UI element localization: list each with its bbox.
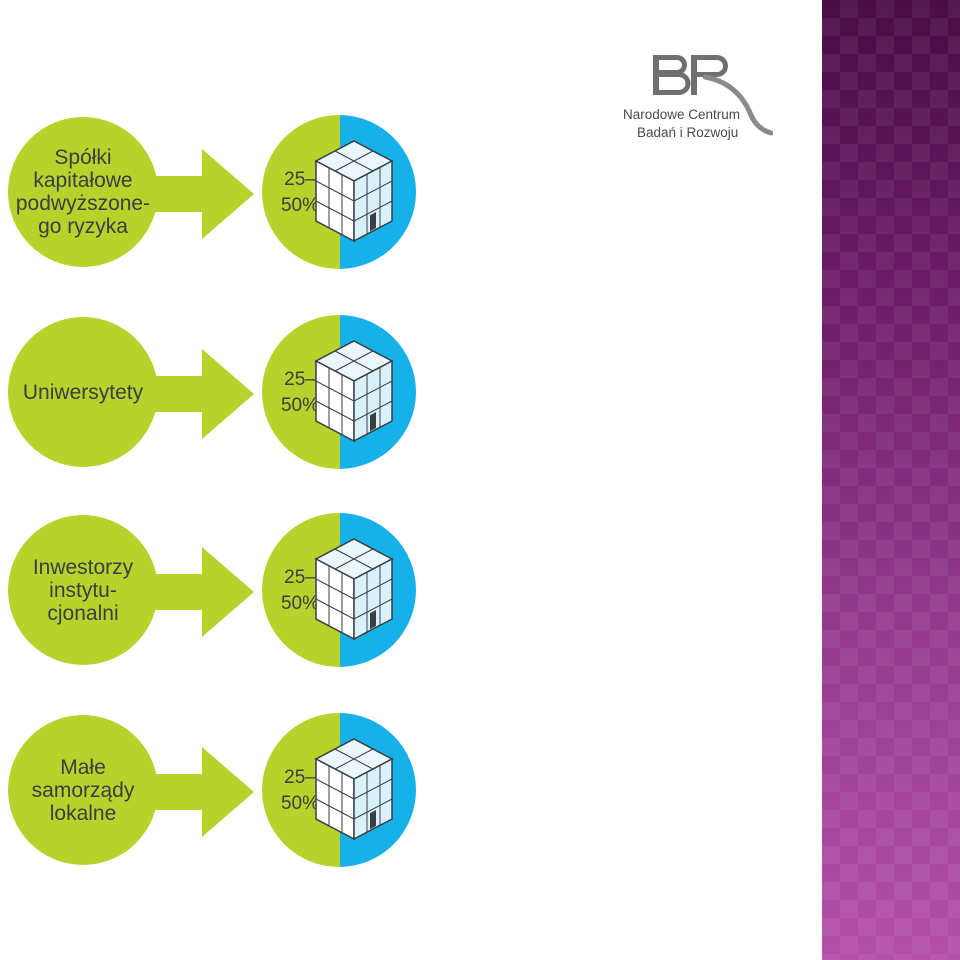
source-circle: Inwestorzy instytu- cjonalni	[8, 515, 158, 665]
range-label: 25– 50%	[272, 565, 328, 617]
ncbr-logo: Narodowe Centrum Badań i Rozwoju	[615, 45, 780, 145]
source-label: Uniwersytety	[22, 380, 144, 404]
source-circle: Uniwersytety	[8, 317, 158, 467]
range-label: 25– 50%	[272, 367, 328, 419]
range-label: 25– 50%	[272, 167, 328, 219]
range-top: 25–	[284, 767, 316, 788]
building-icon	[314, 738, 394, 841]
logo-text-line2: Badań i Rozwoju	[637, 125, 739, 140]
range-top: 25–	[284, 369, 316, 390]
arrow-right-icon	[150, 349, 254, 439]
logo-mark	[653, 55, 773, 136]
building-icon	[314, 538, 394, 641]
building-icon	[314, 140, 394, 243]
result-circle: 25– 50%	[262, 315, 416, 469]
range-bottom: 50%	[280, 195, 320, 216]
flow-row-male-samorzady: Małe samorządy lokalne 25– 50%	[0, 713, 430, 873]
range-bottom: 50%	[280, 793, 320, 814]
result-circle: 25– 50%	[262, 115, 416, 269]
source-label: Inwestorzy instytu- cjonalni	[32, 555, 134, 625]
flow-row-inwestorzy: Inwestorzy instytu- cjonalni 25– 50%	[0, 513, 430, 673]
source-label: Spółki kapitałowe podwyższone- go ryzyka	[15, 146, 151, 238]
arrow-right-icon	[150, 149, 254, 239]
source-label: Małe samorządy lokalne	[31, 755, 135, 825]
arrow-right-icon	[150, 747, 254, 837]
flow-row-spolki: Spółki kapitałowe podwyższone- go ryzyka…	[0, 115, 430, 275]
range-label: 25– 50%	[272, 765, 328, 817]
result-circle: 25– 50%	[262, 513, 416, 667]
range-bottom: 50%	[280, 593, 320, 614]
flow-row-uniwersytety: Uniwersytety 25– 50%	[0, 315, 430, 475]
logo-text-line1: Narodowe Centrum	[623, 107, 741, 122]
building-icon	[314, 340, 394, 443]
source-circle: Spółki kapitałowe podwyższone- go ryzyka	[8, 117, 158, 267]
range-top: 25–	[284, 567, 316, 588]
decorative-side-band	[822, 0, 960, 960]
range-bottom: 50%	[280, 395, 320, 416]
arrow-right-icon	[150, 547, 254, 637]
source-circle: Małe samorządy lokalne	[8, 715, 158, 865]
result-circle: 25– 50%	[262, 713, 416, 867]
range-top: 25–	[284, 169, 316, 190]
